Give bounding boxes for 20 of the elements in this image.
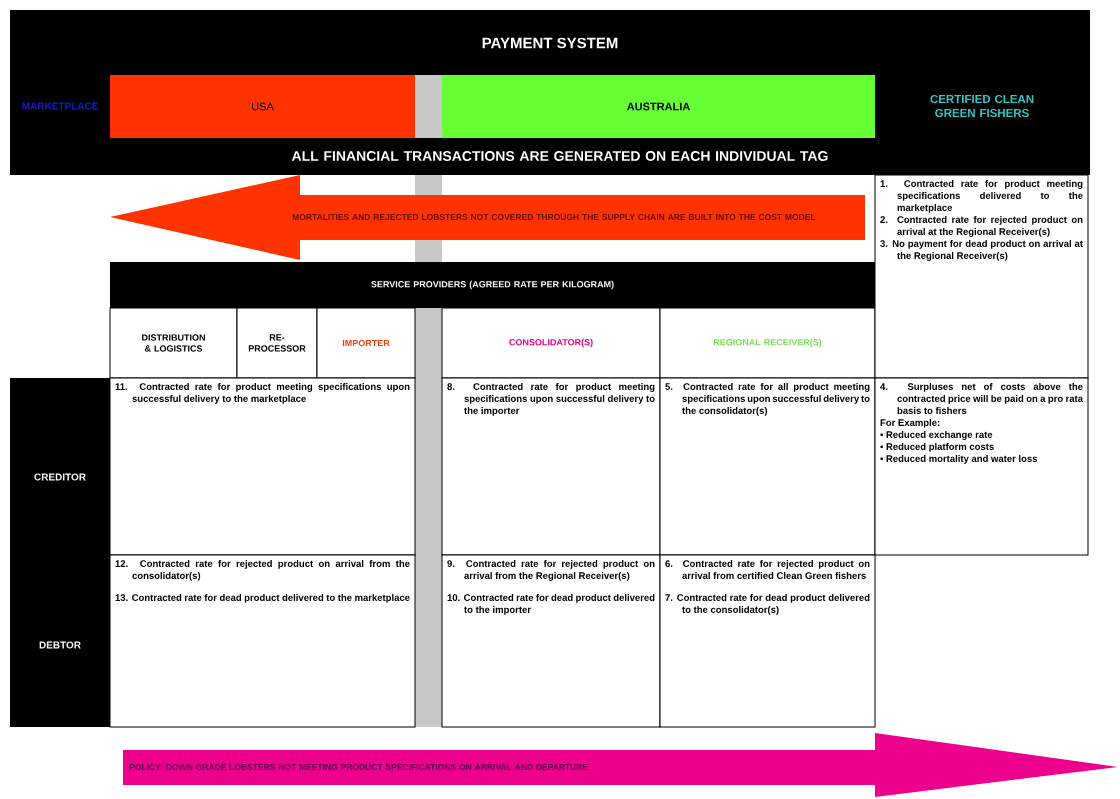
table-header-cell: CONSOLIDATOR(S) bbox=[441, 307, 661, 379]
row-header-column: CREDITOR DEBTOR bbox=[10, 378, 110, 727]
title: PAYMENT SYSTEM bbox=[482, 37, 618, 49]
country-bar: USA bbox=[110, 75, 415, 138]
side-label: MARKETPLACE bbox=[22, 102, 98, 110]
table-cell: 1. Contracted rate for product meeting specifications delivered to the marketplace 2. Contracted rate for rejected product on arrival at the Regional Receiver(s) 3. No payment for dead product on arrival at the Regional Receiver(s) bbox=[874, 174, 1089, 379]
table-header-cell: REGIONAL RECEIVER(S) bbox=[659, 307, 876, 379]
table-header-cell: IMPORTER bbox=[316, 307, 416, 379]
table-cell: 4. Surpluses net of costs above the contracted price will be paid on a pro rata basis to fishers For Example: • Reduced exchange rate • Reduced platform costs • Reduced mortality and water loss bbox=[874, 377, 1089, 556]
table-cell: 6. Contracted rate for rejected product on arrival from certified Clean Green fishers 7. Contracted rate for dead product delivered to the consolidator(s) bbox=[659, 554, 876, 728]
table-cell: 9. Contracted rate for rejected product on arrival from the Regional Receiver(s) 10. Contracted rate for dead product delivered to the importer bbox=[441, 554, 661, 728]
arrow-banner: POLICY: DOWN GRADE LOBSTERS NOT MEETING PRODUCT SPECIFICATIONS ON ARRIVAL AND DEPARTURE bbox=[123, 733, 1118, 797]
header-band: SERVICE PROVIDERS (AGREED RATE PER KILOGRAM) bbox=[110, 262, 875, 308]
table-cell: 12. Contracted rate for rejected product on arrival from the consolidator(s) 13. Contracted rate for dead product delivered to the marketplace bbox=[109, 554, 416, 728]
side-label: CERTIFIED CLEAN GREEN FISHERS bbox=[930, 94, 1034, 118]
banner-text: ALL FINANCIAL TRANSACTIONS ARE GENERATED ON EACH INDIVIDUAL TAG bbox=[291, 151, 828, 161]
table-header-cell: RE-PROCESSOR bbox=[236, 307, 318, 379]
country-bar: AUSTRALIA bbox=[442, 75, 875, 138]
arrow-banner: MORTALITIES AND REJECTED LOBSTERS NOT COVERED THROUGH THE SUPPLY CHAIN ARE BUILT INTO THE COST MODEL bbox=[110, 175, 865, 260]
table-header-cell: DISTRIBUTION & LOGISTICS bbox=[109, 307, 238, 379]
